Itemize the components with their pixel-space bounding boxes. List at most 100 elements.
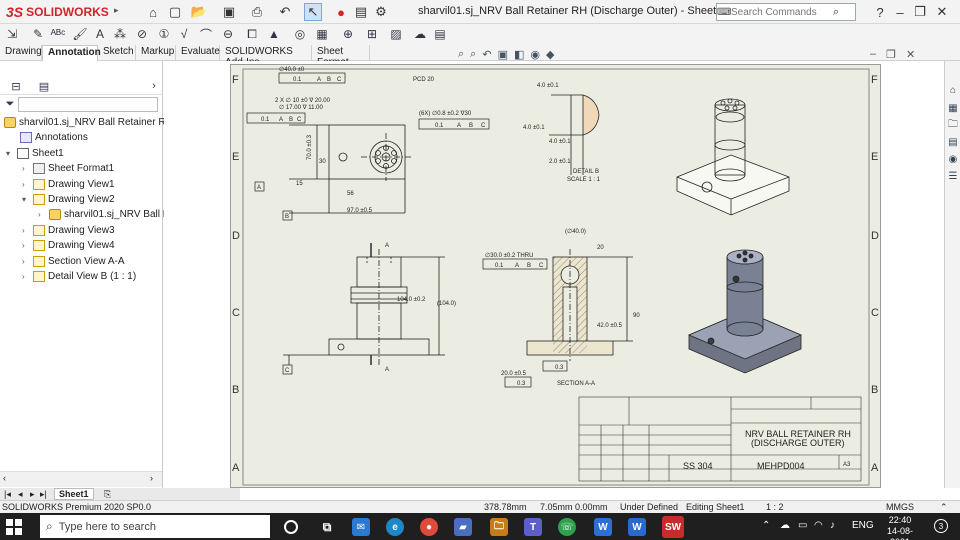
expand-icon[interactable]: › (22, 257, 25, 266)
hole-callout-icon[interactable]: ⊖ (222, 27, 234, 41)
battery-icon[interactable]: ▭ (798, 520, 808, 531)
tab-evaluate[interactable]: Evaluate (176, 45, 220, 61)
tree-item-drawing-view2[interactable]: ▾ Drawing View2 (22, 192, 115, 207)
file-manager-icon[interactable]: 🗀 (490, 518, 508, 536)
isometric-shaded-view[interactable] (687, 249, 803, 374)
prev-sheet-icon[interactable]: ◂ (18, 488, 23, 499)
first-sheet-icon[interactable]: |◂ (4, 488, 11, 499)
datum-target-icon[interactable]: ◎ (294, 27, 306, 41)
doc-close-button[interactable]: ✕ (906, 49, 916, 61)
balloon-icon[interactable]: ⊘ (136, 27, 148, 41)
horizontal-scrollbar[interactable]: ‹ › (0, 471, 162, 487)
expand-icon[interactable]: › (22, 272, 25, 281)
panel-expand-icon[interactable]: › (152, 80, 156, 92)
expand-icon[interactable]: › (22, 180, 25, 189)
taskbar-search-box[interactable]: ⌕ Type here to search (40, 515, 270, 538)
surface-finish-icon[interactable]: √ (180, 27, 188, 41)
status-expand-icon[interactable]: ⌃ (940, 502, 948, 512)
drawing-sheet[interactable]: F E D C B A F E D C B A (230, 64, 881, 488)
note-icon[interactable]: A (95, 27, 104, 41)
tree-root[interactable]: sharvil01.sj_NRV Ball Retainer RH (Disc (4, 115, 198, 130)
language-indicator[interactable]: ENG (852, 520, 874, 531)
center-mark-icon[interactable]: ⊕ (342, 27, 354, 41)
chrome-icon[interactable]: ● (420, 518, 438, 536)
tree-item-detail-view[interactable]: › Detail View B (1 : 1) (22, 269, 136, 284)
web-app-icon[interactable]: W (628, 518, 646, 536)
undo-icon[interactable]: ↶ (279, 4, 291, 19)
tree-item-sheet1[interactable]: ▾ Sheet1 (6, 146, 64, 161)
file-properties-icon[interactable]: ▤ (354, 4, 368, 19)
tree-item-drawing-view1[interactable]: › Drawing View1 (22, 177, 115, 192)
clock[interactable]: 22:40 14-08-2021 (880, 515, 920, 540)
spell-checker-icon[interactable]: ᴬᴮᶜ (50, 27, 66, 41)
appearances-icon[interactable]: ◉ (948, 153, 958, 165)
section-a-a-view[interactable] (526, 249, 633, 361)
solidworks-resources-icon[interactable]: ⌂ (949, 84, 957, 96)
expand-icon[interactable]: › (22, 164, 25, 173)
collapse-icon[interactable]: ▾ (6, 149, 11, 158)
volume-icon[interactable]: ♪ (830, 520, 835, 531)
appearance-icon[interactable]: ◉ (530, 48, 540, 61)
cortana-icon[interactable] (284, 520, 298, 534)
save-icon[interactable]: ▣ (222, 4, 236, 19)
edge-icon[interactable]: e (386, 518, 404, 536)
tree-item-annotations[interactable]: Annotations (20, 130, 88, 145)
search-input[interactable] (731, 5, 831, 19)
scroll-right-icon[interactable]: › (150, 473, 153, 483)
revision-cloud-icon[interactable]: ☁ (414, 27, 426, 41)
expand-icon[interactable]: › (22, 226, 25, 235)
hide-show-icon[interactable]: ◧ (513, 48, 525, 61)
custom-properties-icon[interactable]: ☰ (948, 170, 958, 182)
wifi-icon[interactable]: ◠ (814, 520, 823, 531)
search-commands-box[interactable]: ⌨ ⌕ (716, 3, 856, 21)
collapse-icon[interactable]: ▾ (22, 195, 27, 204)
expand-icon[interactable]: › (38, 210, 41, 219)
unit-system[interactable]: MMGS (886, 502, 914, 512)
file-explorer-icon[interactable]: ▰ (454, 518, 472, 536)
tables-icon[interactable]: ▤ (434, 27, 446, 41)
solidworks-taskbar-icon[interactable]: SW (662, 516, 684, 538)
auto-balloon-icon[interactable]: ① (158, 27, 170, 41)
property-manager-tab-icon[interactable]: ▤ (38, 80, 50, 93)
menu-expand-icon[interactable]: ▸ (114, 5, 119, 15)
tab-markup[interactable]: Markup (136, 45, 176, 61)
sheet-tab-active[interactable]: Sheet1 (54, 488, 94, 500)
filter-input[interactable] (18, 97, 158, 112)
isometric-wireframe-view[interactable] (676, 98, 790, 216)
tree-item-drawing-view4[interactable]: › Drawing View4 (22, 238, 115, 253)
tree-item-sheet-format1[interactable]: › Sheet Format1 (22, 161, 114, 176)
rebuild-icon[interactable]: ● (337, 4, 345, 20)
minimize-button[interactable]: – (896, 4, 904, 20)
blocks-icon[interactable]: ▦ (316, 27, 328, 41)
weld-symbol-icon[interactable]: ⌒ (199, 27, 212, 42)
display-style-icon[interactable]: ▣ (497, 48, 508, 61)
help-icon[interactable]: ? (876, 4, 884, 20)
new-document-icon[interactable]: ▢ (168, 4, 182, 19)
scroll-left-icon[interactable]: ‹ (3, 473, 6, 483)
view-palette-icon[interactable]: ▤ (948, 136, 958, 148)
previous-view-icon[interactable]: ↶ (482, 48, 492, 61)
filter-icon[interactable]: ⏷ (5, 97, 15, 110)
tab-sketch[interactable]: Sketch (98, 45, 136, 61)
front-view[interactable] (283, 243, 445, 365)
windows-start-icon[interactable] (6, 519, 22, 535)
teams-icon[interactable]: T (524, 518, 542, 536)
linear-note-pattern-icon[interactable]: ⁂ (114, 27, 126, 41)
tree-item-part-reference[interactable]: › sharvil01.sj_NRV Ball Reta (38, 207, 184, 222)
network-cloud-icon[interactable]: ☁ (780, 520, 790, 531)
tab-sheet-format[interactable]: Sheet Format (312, 45, 370, 68)
search-icon[interactable]: ⌕ (833, 5, 840, 18)
next-sheet-icon[interactable]: ▸ (30, 488, 35, 499)
format-painter-icon[interactable]: 🖌 (72, 27, 88, 41)
add-sheet-icon[interactable]: ⎘ (104, 488, 112, 499)
design-library-icon[interactable]: ▦ (948, 102, 958, 114)
doc-minimize-button[interactable]: – (870, 48, 877, 60)
restore-button[interactable]: ❐ (914, 4, 926, 19)
tree-item-section-view[interactable]: › Section View A-A (22, 254, 125, 269)
zoom-to-fit-icon[interactable]: ⌕ (458, 47, 465, 60)
options-gear-icon[interactable]: ⚙ (375, 4, 387, 19)
view-settings-icon[interactable]: ◆ (545, 48, 555, 61)
word-icon[interactable]: W (594, 518, 612, 536)
whatsapp-icon[interactable]: ☏ (558, 518, 576, 536)
mail-icon[interactable]: ✉ (352, 518, 370, 536)
